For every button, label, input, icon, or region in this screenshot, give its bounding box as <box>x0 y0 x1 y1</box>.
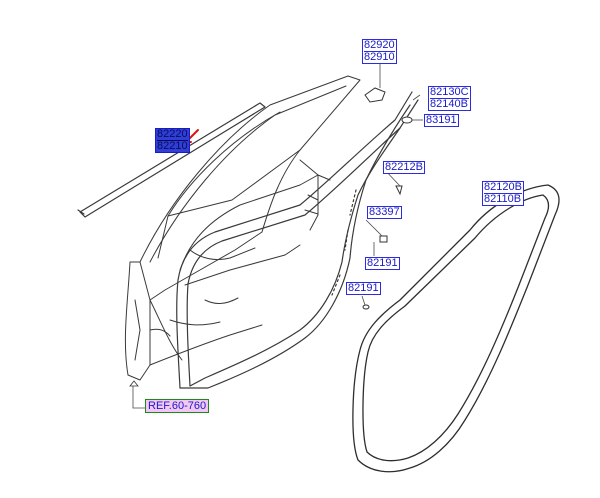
part-number: 82910 <box>364 51 395 63</box>
part-label-83191[interactable]: 83191 <box>424 114 459 127</box>
part-label-82920-82910[interactable]: 82920 82910 <box>362 39 397 64</box>
part-number: 83191 <box>426 114 457 126</box>
screw-part <box>395 185 403 196</box>
small-fastener-parts <box>362 87 413 310</box>
grommet-lower-part <box>362 304 370 310</box>
hinge-clip-part <box>364 87 386 103</box>
part-number: 82212B <box>385 161 423 173</box>
part-label-82120b-82110b[interactable]: 82120B 82110B <box>482 181 524 206</box>
part-number: 83397 <box>369 206 400 218</box>
part-label-82220-82210[interactable]: 82220 82210 <box>155 128 190 153</box>
part-label-82191-upper[interactable]: 82191 <box>365 257 400 270</box>
part-number: 82920 <box>364 39 395 51</box>
part-number: 82110B <box>484 193 522 205</box>
part-number: 82191 <box>367 257 398 269</box>
part-number: 82220 <box>157 128 188 140</box>
part-number: 82130C <box>430 86 469 98</box>
part-label-82130c-82140b[interactable]: 82130C 82140B <box>428 86 471 111</box>
part-label-82212b[interactable]: 82212B <box>383 161 425 174</box>
weatherstrip-drawing <box>352 184 560 473</box>
part-label-83397[interactable]: 83397 <box>367 206 402 219</box>
reference-link-ref-60-760[interactable]: REF.60-760 <box>145 399 210 413</box>
part-number: 82191 <box>348 282 379 294</box>
reference-arrow-icon <box>129 380 139 387</box>
clip-part <box>379 235 388 243</box>
door-opening-seal-drawing <box>77 91 419 389</box>
leader-lines <box>132 60 521 409</box>
part-label-82191-lower[interactable]: 82191 <box>346 282 381 295</box>
bolt-part <box>401 116 413 124</box>
part-number: 82120B <box>484 181 522 193</box>
part-number: 82140B <box>430 98 469 110</box>
part-number: 82210 <box>157 140 188 152</box>
door-shell-drawing <box>124 75 361 381</box>
